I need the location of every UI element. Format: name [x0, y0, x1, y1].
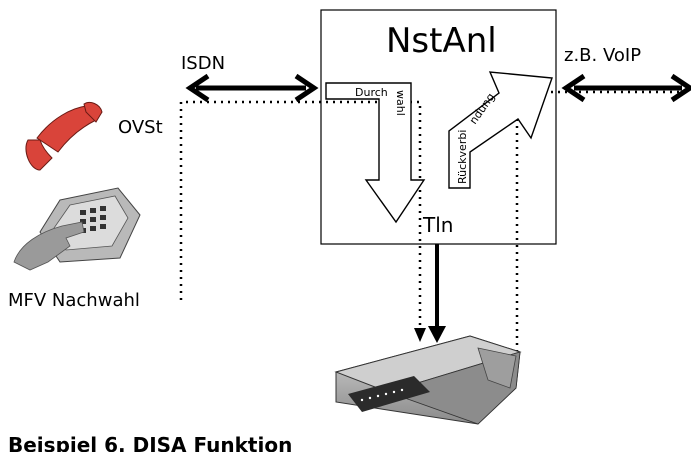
durchwahl-arrow: Durch wahl	[325, 82, 426, 224]
tln-label: Tln	[422, 213, 453, 237]
isdn-arrow	[185, 73, 319, 103]
tln-arrow	[428, 244, 446, 343]
durch-label: Durch	[355, 86, 388, 99]
voip-label: z.B. VoIP	[564, 45, 641, 66]
rueck-label-a: Rückverbi	[456, 130, 469, 184]
dotted-arrowhead	[414, 328, 426, 342]
router-icon	[334, 335, 522, 425]
nstanl-title: NstAnl	[386, 21, 497, 61]
voip-arrow	[561, 73, 691, 103]
telephone-icon	[13, 101, 141, 271]
mfv-label: MFV Nachwahl	[8, 290, 140, 311]
figure-caption: Beispiel 6. DISA Funktion	[8, 433, 292, 452]
ovst-label: OVSt	[118, 117, 163, 138]
isdn-label: ISDN	[181, 53, 225, 74]
wahl-label: wahl	[394, 90, 407, 116]
